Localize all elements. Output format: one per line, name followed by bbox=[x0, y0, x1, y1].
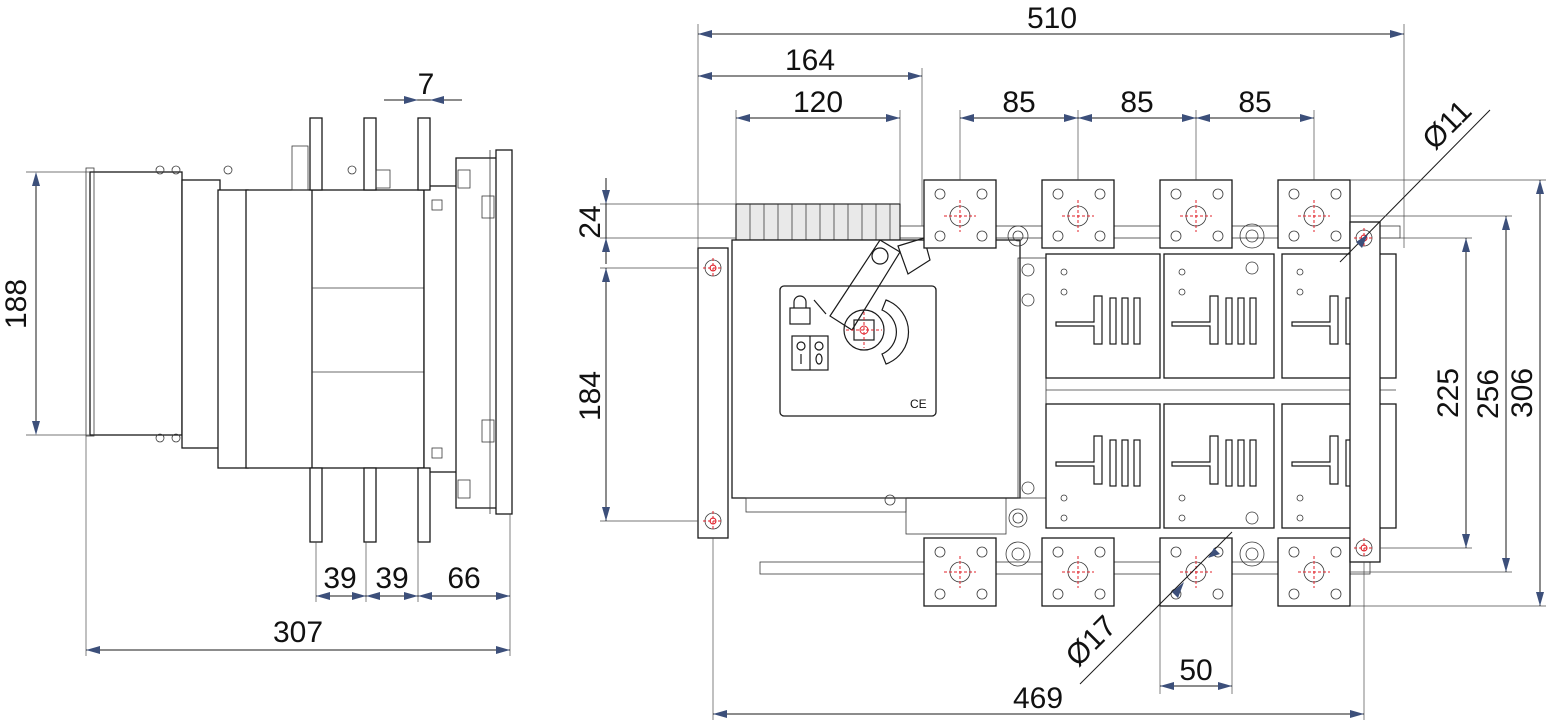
dim-front-164: 164 bbox=[785, 44, 835, 77]
dim-front-306: 306 bbox=[1506, 368, 1539, 418]
rotary-handle-icon bbox=[829, 237, 931, 365]
dim-side-depth: 307 bbox=[273, 616, 323, 649]
dim-front-225: 225 bbox=[1432, 368, 1465, 418]
dim-front-mount-width: 469 bbox=[1013, 682, 1063, 715]
lug-center-marks bbox=[944, 200, 1330, 588]
dim-front-pitch-1: 85 bbox=[1002, 86, 1035, 119]
dim-side-rear: 66 bbox=[447, 562, 480, 595]
ce-mark: CE bbox=[910, 397, 927, 411]
padlock-icon bbox=[789, 295, 811, 325]
side-view: 188 7 39 39 66 307 bbox=[0, 68, 513, 656]
front-view: CE bbox=[574, 2, 1546, 720]
dim-side-pitch-2: 39 bbox=[375, 562, 408, 595]
dim-hole-dia-large: Ø17 bbox=[1060, 610, 1123, 673]
dim-front-256: 256 bbox=[1472, 369, 1505, 419]
dim-side-pitch-1: 39 bbox=[323, 562, 356, 595]
dim-front-120: 120 bbox=[793, 86, 843, 119]
dim-hole-dia-small: Ø11 bbox=[1416, 94, 1478, 156]
dim-side-top: 7 bbox=[418, 68, 435, 101]
dim-front-terminal-width: 50 bbox=[1179, 654, 1212, 687]
dim-front-24: 24 bbox=[574, 205, 607, 238]
dim-side-height: 188 bbox=[0, 279, 33, 329]
dim-front-pitch-2: 85 bbox=[1120, 86, 1153, 119]
position-indicator-icon bbox=[791, 335, 829, 371]
dim-front-pitch-3: 85 bbox=[1238, 86, 1271, 119]
dim-front-184: 184 bbox=[574, 371, 607, 421]
dim-front-total-width: 510 bbox=[1027, 2, 1077, 35]
